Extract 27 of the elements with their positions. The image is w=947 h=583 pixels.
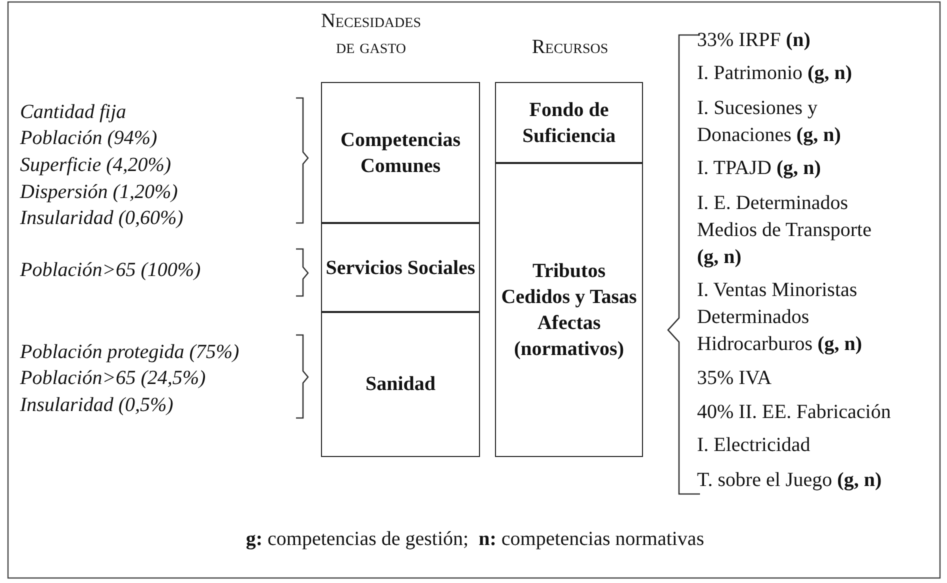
weighting-criterion: Dispersión (1,20%) xyxy=(20,180,179,205)
tax-item: I. Electricidad xyxy=(697,433,812,458)
weighting-criterion: Población protegida (75%) xyxy=(20,340,240,365)
column-heading: Recursos xyxy=(530,35,610,60)
tax-item: I. Sucesiones y Donaciones (g, n) xyxy=(697,96,842,148)
footnote: g: competencias de gestión; n: competencias normativas xyxy=(244,527,706,552)
weighting-criterion: Superficie (4,20%) xyxy=(20,153,172,178)
tax-item: 33% IRPF (n) xyxy=(697,28,812,53)
column-heading: Necesidades de gasto xyxy=(320,9,422,60)
weighting-criterion: Cantidad fija xyxy=(20,100,128,125)
tax-item: T. sobre el Juego (g, n) xyxy=(697,468,883,493)
category-box: Fondo de Suficiencia xyxy=(495,82,643,164)
tax-item: I. E. Determinados Medios de Transporte (g, n) xyxy=(697,191,872,270)
category-box: Tributos Cedidos y Tasas Afectas (normativos) xyxy=(495,162,643,457)
weighting-criterion: Población>65 (24,5%) xyxy=(20,366,207,391)
weighting-criterion: Población>65 (100%) xyxy=(20,258,202,283)
weighting-criterion: Insularidad (0,5%) xyxy=(20,393,174,418)
tax-item: 40% II. EE. Fabricación xyxy=(697,400,892,425)
weighting-criterion: Población (94%) xyxy=(20,126,158,151)
tax-item: 35% IVA xyxy=(697,366,773,391)
weighting-criterion: Insularidad (0,60%) xyxy=(20,206,184,231)
tax-item: I. Patrimonio (g, n) xyxy=(697,61,853,86)
tax-item: I. TPAJD (g, n) xyxy=(697,156,822,181)
category-box: Competencias Comunes xyxy=(321,82,480,224)
category-box: Servicios Sociales xyxy=(321,222,480,313)
category-box: Sanidad xyxy=(321,311,480,457)
tax-item: I. Ventas Minoristas Determinados Hidrocarburos (g, n) xyxy=(697,278,863,357)
